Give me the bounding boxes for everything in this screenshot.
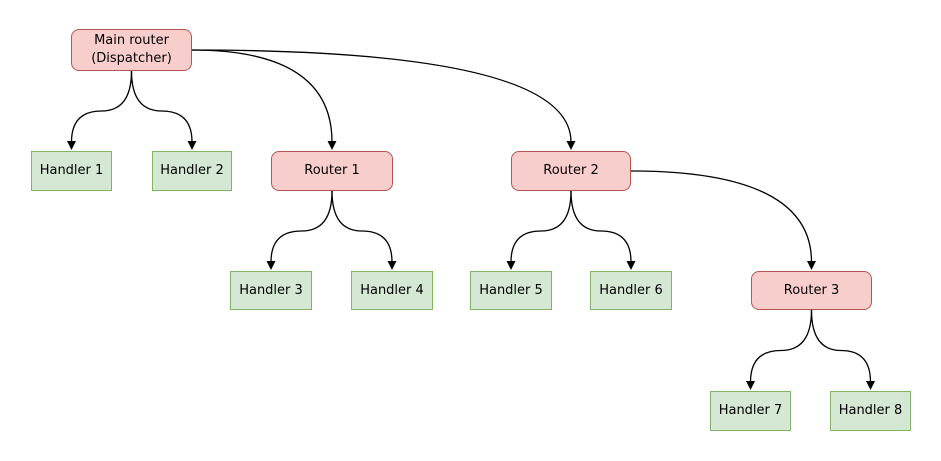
edge-router-2-to-handler-6 (570, 190, 632, 263)
edge-router-1-to-handler-4 (331, 190, 393, 263)
arrowhead-main-router-to-handler-1 (67, 141, 76, 150)
edge-main-router-to-router-1 (191, 49, 333, 143)
arrowhead-router-1-to-handler-3 (266, 261, 276, 270)
node-handler-7: Handler 7 (710, 391, 791, 431)
arrowhead-router-3-to-handler-7 (746, 381, 755, 390)
arrowhead-router-2-to-handler-6 (626, 261, 636, 270)
edge-router-2-to-router-3 (630, 170, 813, 263)
edge-router-1-to-handler-3 (270, 190, 333, 263)
arrowhead-router-2-to-router-3 (807, 261, 816, 270)
node-handler-8: Handler 8 (830, 391, 911, 431)
node-router-2: Router 2 (511, 151, 631, 191)
edge-main-router-to-handler-2 (130, 70, 193, 143)
edge-main-router-to-handler-1 (70, 70, 133, 143)
node-router-1: Router 1 (271, 151, 393, 191)
arrowhead-router-1-to-handler-4 (387, 261, 397, 270)
node-handler-1: Handler 1 (31, 151, 112, 191)
edge-router-3-to-handler-8 (810, 309, 872, 383)
edge-main-router-to-router-2 (191, 49, 572, 143)
node-handler-5: Handler 5 (470, 271, 552, 310)
arrowhead-main-router-to-router-1 (327, 141, 337, 150)
node-handler-6: Handler 6 (590, 271, 672, 310)
arrowhead-router-3-to-handler-8 (866, 381, 875, 390)
arrowhead-main-router-to-router-2 (566, 141, 576, 150)
arrowhead-main-router-to-handler-2 (187, 141, 197, 150)
node-handler-4: Handler 4 (351, 271, 433, 310)
node-main-router: Main router (Dispatcher) (71, 29, 192, 71)
node-router-3: Router 3 (751, 271, 872, 310)
edge-router-3-to-handler-7 (749, 309, 813, 383)
arrowhead-router-2-to-handler-5 (506, 261, 516, 270)
node-handler-3: Handler 3 (230, 271, 312, 310)
edge-router-2-to-handler-5 (510, 190, 572, 263)
node-handler-2: Handler 2 (152, 151, 232, 191)
